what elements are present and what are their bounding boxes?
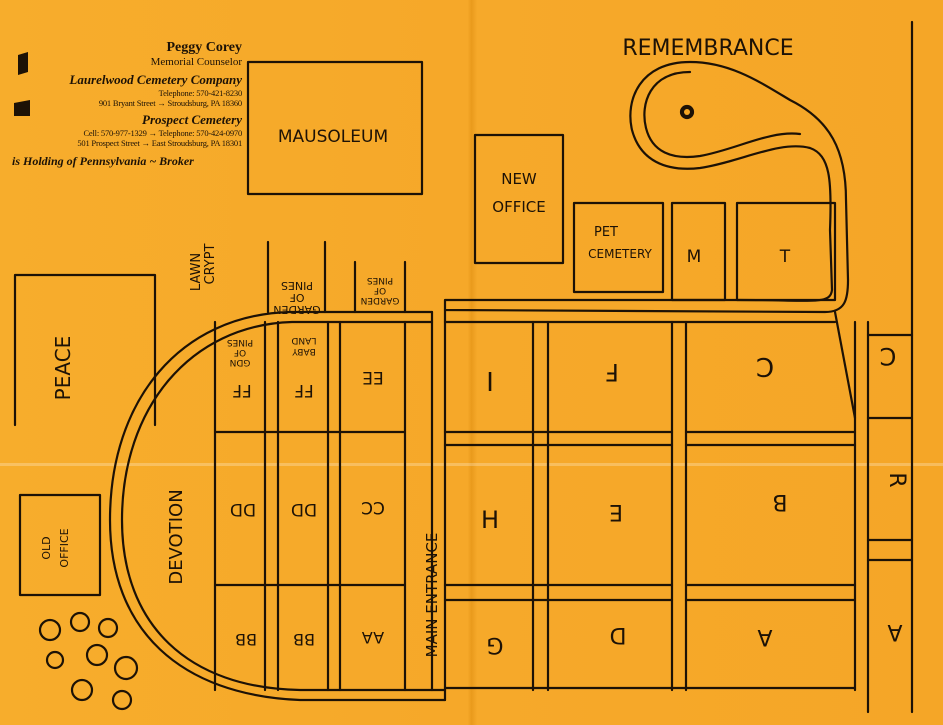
section-f: F [605,358,619,386]
right-grid-horizontals [443,320,914,690]
label-new-office-1: NEW [501,170,537,188]
section-e: E [609,499,623,524]
laurelwood-address: 901 Bryant Street → Stroudsburg, PA 1836… [98,98,242,108]
section-dd-1: DD [230,499,256,519]
label-old-office-1: OLD [40,536,53,559]
label-devotion: DEVOTION [166,489,187,584]
section-g: G [486,632,503,657]
right-grid-verticals [531,320,870,714]
section-c-2: C [880,342,897,370]
label-old-office-2: OFFICE [58,528,71,567]
label-baby-land-2: LAND [291,335,316,345]
section-bb-2: BB [293,630,315,649]
garden-of-pines-lines [266,240,407,314]
label-mausoleum: MAUSOLEUM [278,127,388,147]
counselor-role: Memorial Counselor [150,56,242,68]
logo-icon [14,52,30,116]
section-bb-1: BB [235,630,257,649]
remembrance-inner [643,70,802,158]
devotion-road-outer [108,310,447,702]
label-gdn-of-pines-1: GDN [230,357,251,367]
label-main-entrance: MAIN ENTRANCE [423,533,441,658]
section-c-1: C [756,351,774,381]
label-garden-of-pines-3: PINES [281,279,313,292]
label-garden-of-pines-1: GARDEN [273,303,320,316]
mausoleum-block [246,60,424,196]
section-a-1: A [757,624,772,649]
label-remembrance: REMEMBRANCE [622,36,793,61]
label-garden-of-pines-small-3: PINES [367,275,394,285]
section-c-edge [833,310,857,420]
prospect-address: 501 Prospect Street → East Stroudsburg, … [77,138,242,148]
remembrance-loop [443,60,850,314]
section-d: D [610,622,627,647]
section-h: H [481,506,499,534]
section-t-block [735,201,837,302]
label-garden-of-pines-small-2: OF [374,285,386,295]
label-m: M [687,247,702,267]
label-lawn-crypt-2: CRYPT [203,243,218,284]
label-pet-cemetery-2: CEMETERY [588,247,652,261]
label-peace: PEACE [51,336,75,401]
section-ff-2: FF [294,380,314,400]
section-r: R [884,472,909,487]
label-gdn-of-pines-3: PINES [227,337,254,347]
section-cc: CC [361,497,385,517]
label-pet-cemetery-1: PET [594,225,618,240]
main-entrance-road [430,308,447,702]
section-b: B [772,489,787,514]
paper-fold [0,463,943,466]
section-m-block [670,201,727,302]
new-office-block [473,133,565,265]
section-ee: EE [362,367,383,387]
label-gdn-of-pines-2: OF [234,347,246,357]
company-prospect: Prospect Cemetery [142,112,242,127]
laurelwood-phone: Telephone: 570-421-8230 [158,88,243,98]
counselor-name: Peggy Corey [166,40,242,55]
section-ff-1: FF [232,380,252,400]
company-laurelwood: Laurelwood Cemetery Company [69,72,242,87]
label-lawn-crypt-1: LAWN [189,253,204,291]
label-garden-of-pines-small-1: GARDEN [361,295,400,305]
holding-line: is Holding of Pennsylvania ~ Broker [12,154,194,168]
section-aa: AA [362,628,384,647]
label-garden-of-pines-2: OF [290,291,305,304]
section-i: I [486,365,494,395]
section-dd-2: DD [291,499,317,519]
label-t: T [779,247,791,267]
label-new-office-2: OFFICE [492,198,545,216]
section-a-2: A [887,619,902,644]
old-office-block [18,493,102,597]
prospect-phone: Cell: 570-977-1329 → Telephone: 570-424-… [83,128,242,138]
peace-area [13,273,157,427]
pet-cemetery-block [572,201,665,294]
contact-header: Peggy Corey Memorial Counselor Laurelwoo… [12,40,242,169]
left-grid [213,320,407,692]
bushes-icon [38,611,139,711]
label-baby-land-1: BABY [292,346,316,356]
